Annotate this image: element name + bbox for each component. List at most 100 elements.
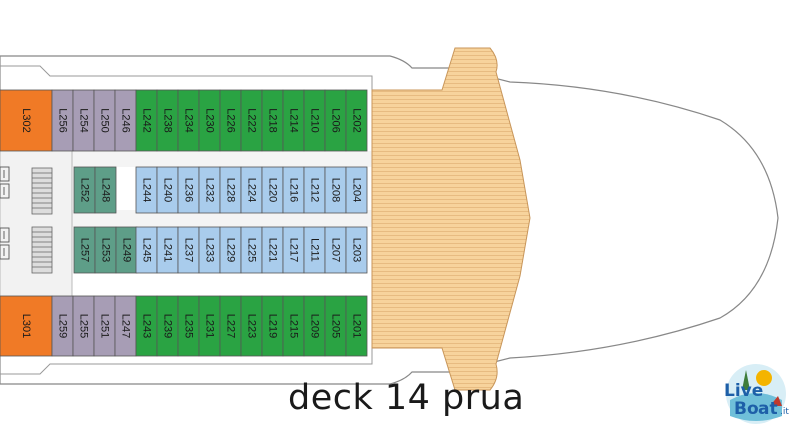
cabin-l217[interactable]: L217	[282, 226, 305, 274]
cabin-l248[interactable]: L248	[94, 166, 117, 214]
cabin-l234-label: L234	[183, 108, 195, 132]
cabin-l230-label: L230	[204, 108, 216, 132]
cabin-l252-label: L252	[79, 178, 91, 202]
cabin-l201-label: L201	[351, 314, 363, 338]
cabin-l215[interactable]: L215	[282, 295, 305, 357]
cabin-l247[interactable]: L247	[114, 295, 137, 357]
cabin-l223[interactable]: L223	[240, 295, 263, 357]
cabin-l251-label: L251	[99, 314, 111, 338]
cabin-l237-label: L237	[183, 238, 195, 262]
cabin-l212-label: L212	[309, 178, 321, 202]
cabin-l235-label: L235	[183, 314, 195, 338]
cabin-l220[interactable]: L220	[261, 166, 284, 214]
cabin-l202-label: L202	[351, 108, 363, 132]
cabin-l248-box	[94, 166, 117, 214]
cabin-l228[interactable]: L228	[219, 166, 242, 214]
cabin-l202-box	[345, 89, 368, 152]
cabin-l225[interactable]: L225	[240, 226, 263, 274]
cabin-l244[interactable]: L244	[135, 166, 158, 214]
cabin-l253[interactable]: L253	[94, 226, 117, 274]
cabin-l240[interactable]: L240	[156, 166, 179, 214]
stairs-bottom	[31, 226, 53, 274]
cabin-l206[interactable]: L206	[324, 89, 347, 152]
cabin-l204-label: L204	[351, 178, 363, 202]
cabin-l245-label: L245	[141, 238, 153, 262]
cabin-l256-label: L256	[57, 108, 69, 132]
cabin-l240-label: L240	[162, 178, 174, 202]
cabin-l201[interactable]: L201	[345, 295, 368, 357]
cabin-l241-label: L241	[162, 238, 174, 262]
cabin-l211-label: L211	[309, 238, 321, 262]
cabin-l255[interactable]: L255	[72, 295, 95, 357]
cabin-l302[interactable]: L302	[0, 89, 53, 152]
cabin-l221[interactable]: L221	[261, 226, 284, 274]
cabin-l225-label: L225	[246, 238, 258, 262]
cabin-l235[interactable]: L235	[177, 295, 200, 357]
cabin-l232[interactable]: L232	[198, 166, 221, 214]
cabin-l201-box	[345, 295, 368, 357]
cabin-l216[interactable]: L216	[282, 166, 305, 214]
cabin-l214[interactable]: L214	[282, 89, 305, 152]
cabin-l236[interactable]: L236	[177, 166, 200, 214]
logo-text-suffix: .it	[780, 407, 789, 417]
logo-text-live: Live	[724, 381, 763, 401]
cabin-l211[interactable]: L211	[303, 226, 326, 274]
cabin-l251[interactable]: L251	[93, 295, 116, 357]
cabin-l254[interactable]: L254	[72, 89, 95, 152]
cabin-l227[interactable]: L227	[219, 295, 242, 357]
cabin-l210[interactable]: L210	[303, 89, 326, 152]
cabin-l249[interactable]: L249	[115, 226, 138, 274]
cabin-l250[interactable]: L250	[93, 89, 116, 152]
cabin-l252[interactable]: L252	[73, 166, 96, 214]
cabin-l246[interactable]: L246	[114, 89, 137, 152]
logo-text-bo: Bo	[734, 399, 759, 419]
cabin-l245[interactable]: L245	[135, 226, 158, 274]
cabin-l255-label: L255	[78, 314, 90, 338]
cabin-l224[interactable]: L224	[240, 166, 263, 214]
cabin-l234[interactable]: L234	[177, 89, 200, 152]
cabin-l203[interactable]: L203	[345, 226, 368, 274]
cabin-l241[interactable]: L241	[156, 226, 179, 274]
cabin-l202[interactable]: L202	[345, 89, 368, 152]
cabin-l218[interactable]: L218	[261, 89, 284, 152]
forward-sundeck	[371, 47, 531, 391]
liveboat-logo: Live Bo at .it	[724, 364, 789, 424]
cabin-l302-box	[0, 89, 53, 152]
corridor-top	[50, 151, 372, 167]
cabin-l236-label: L236	[183, 178, 195, 202]
corridor-bottom	[50, 213, 372, 227]
cabin-l232-label: L232	[204, 178, 216, 202]
cabin-l205[interactable]: L205	[324, 295, 347, 357]
cabin-l233[interactable]: L233	[198, 226, 221, 274]
cabin-l242[interactable]: L242	[135, 89, 158, 152]
cabin-l229[interactable]: L229	[219, 226, 242, 274]
cabin-l256[interactable]: L256	[51, 89, 74, 152]
cabin-l226[interactable]: L226	[219, 89, 242, 152]
cabin-l301[interactable]: L301	[0, 295, 53, 357]
cabin-l212[interactable]: L212	[303, 166, 326, 214]
cabin-l238-label: L238	[162, 108, 174, 132]
cabin-l203-label: L203	[351, 238, 363, 262]
cabin-l215-label: L215	[288, 314, 300, 338]
cabin-l301-label: L301	[20, 314, 32, 338]
cabin-l207[interactable]: L207	[324, 226, 347, 274]
cabin-l237[interactable]: L237	[177, 226, 200, 274]
cabin-l239[interactable]: L239	[156, 295, 179, 357]
cabin-l210-label: L210	[309, 108, 321, 132]
cabin-l259[interactable]: L259	[51, 295, 74, 357]
cabin-l220-label: L220	[267, 178, 279, 202]
cabin-l231[interactable]: L231	[198, 295, 221, 357]
cabin-l257[interactable]: L257	[73, 226, 96, 274]
cabin-l230[interactable]: L230	[198, 89, 221, 152]
cabin-l247-label: L247	[120, 314, 132, 338]
cabin-l222[interactable]: L222	[240, 89, 263, 152]
cabin-l209[interactable]: L209	[303, 295, 326, 357]
cabin-l219[interactable]: L219	[261, 295, 284, 357]
cabin-l208[interactable]: L208	[324, 166, 347, 214]
cabin-l204[interactable]: L204	[345, 166, 368, 214]
cabin-l238[interactable]: L238	[156, 89, 179, 152]
stair-hall	[0, 139, 73, 301]
cabin-l228-label: L228	[225, 178, 237, 202]
cabin-l243[interactable]: L243	[135, 295, 158, 357]
